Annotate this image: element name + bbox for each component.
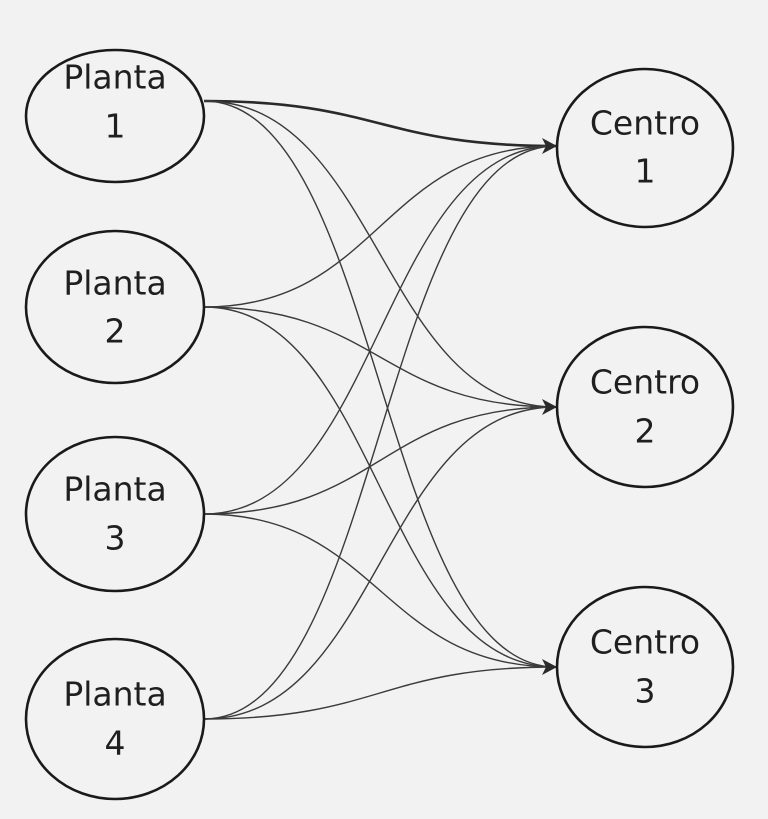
node-planta-3[interactable]: Planta 3 (24, 435, 206, 593)
arrowhead-c2 (542, 399, 557, 415)
node-label-line2: 1 (635, 152, 656, 191)
node-label-line1: Centro (590, 623, 700, 662)
node-planta-4[interactable]: Planta 4 (24, 637, 206, 801)
node-planta-2[interactable]: Planta 2 (24, 229, 206, 385)
node-label-line2: 1 (105, 107, 126, 146)
node-circle (24, 435, 206, 593)
edge-p4-c3 (203, 666, 557, 720)
node-centro-1[interactable]: Centro 1 (555, 67, 735, 229)
edge-p1-c3 (203, 100, 557, 668)
edge-p3-c2 (203, 406, 557, 515)
node-label-line1: Centro (590, 104, 700, 143)
node-label-line2: 3 (105, 519, 126, 558)
node-planta-1[interactable]: Planta 1 (24, 48, 206, 184)
edge-p2-c3 (203, 306, 557, 668)
arrowhead-c3 (542, 659, 557, 675)
edge-p2-c1 (203, 145, 557, 308)
node-centro-3[interactable]: Centro 3 (555, 585, 735, 749)
node-label-line1: Planta (63, 470, 166, 509)
node-centro-2[interactable]: Centro 2 (555, 325, 735, 489)
node-circle (24, 229, 206, 385)
node-circle (555, 325, 735, 489)
node-label-line1: Planta (63, 58, 166, 97)
edge-p3-c1 (203, 145, 557, 515)
node-label-line2: 2 (635, 412, 656, 451)
node-label-line2: 3 (635, 672, 656, 711)
node-circle (24, 637, 206, 801)
arrowhead-c1 (542, 138, 557, 154)
edge-p4-c2 (203, 406, 557, 720)
edge-p1-c2 (203, 100, 557, 408)
edge-p1-c1 (203, 99, 557, 148)
node-label-line1: Centro (590, 363, 700, 402)
node-circle (24, 48, 206, 184)
node-label-line2: 2 (105, 312, 126, 351)
edges-layer (203, 99, 557, 720)
node-circle (555, 67, 735, 229)
edge-p2-c2 (203, 306, 557, 408)
edge-p3-c3 (203, 513, 557, 668)
node-label-line1: Planta (63, 264, 166, 303)
node-label-line2: 4 (105, 724, 126, 763)
node-circle (555, 585, 735, 749)
node-label-line1: Planta (63, 675, 166, 714)
edge-p4-c1 (203, 145, 557, 720)
